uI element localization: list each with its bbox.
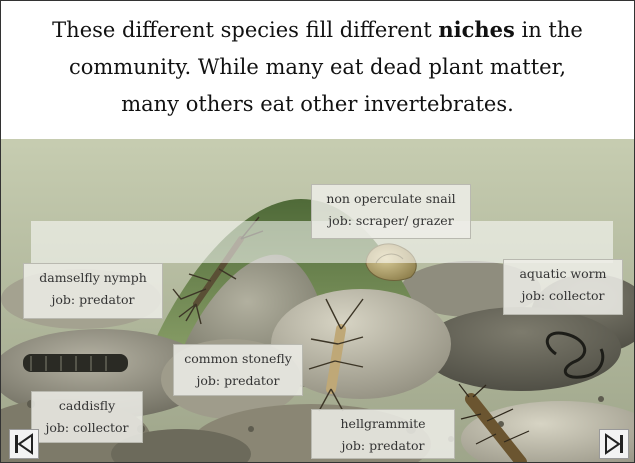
intro-line-1: These different species fill different n…: [15, 11, 620, 49]
skip-back-icon: [10, 430, 38, 458]
intro-line-2: community. While many eat dead plant mat…: [15, 49, 620, 86]
skip-forward-icon: [600, 430, 628, 458]
stonefly-name: common stonefly: [180, 348, 296, 370]
stonefly-label[interactable]: common stonefly job: predator: [173, 344, 303, 396]
aquatic-worm-job: job: collector: [510, 285, 616, 307]
damselfly-name: damselfly nymph: [30, 267, 156, 289]
damselfly-label[interactable]: damselfly nymph job: predator: [23, 263, 163, 319]
hellgrammite-name: hellgrammite: [318, 413, 448, 435]
aquatic-worm-name: aquatic worm: [510, 263, 616, 285]
snail-job: job: scraper/ grazer: [318, 210, 464, 232]
caddisfly-label[interactable]: caddisfly job: collector: [31, 391, 143, 443]
intro-text: These different species fill different n…: [15, 11, 620, 123]
caddisfly-job: job: collector: [38, 417, 136, 439]
snail-name: non operculate snail: [318, 188, 464, 210]
intro-line-3: many others eat other invertebrates.: [15, 86, 620, 123]
stonefly-job: job: predator: [180, 370, 296, 392]
caddisfly-name: caddisfly: [38, 395, 136, 417]
damselfly-job: job: predator: [30, 289, 156, 311]
previous-button[interactable]: [9, 429, 39, 459]
stream-bed-scene: non operculate snail job: scraper/ graze…: [1, 139, 634, 462]
hellgrammite-job: job: predator: [318, 435, 448, 457]
dark-rock: [421, 307, 621, 391]
caddisfly-illustration: [23, 354, 128, 372]
slide-header: These different species fill different n…: [1, 1, 634, 139]
niches-keyword: niches: [438, 17, 514, 42]
hellgrammite-label[interactable]: hellgrammite job: predator: [311, 409, 455, 459]
snail-label[interactable]: non operculate snail job: scraper/ graze…: [311, 184, 471, 239]
next-button[interactable]: [599, 429, 629, 459]
aquatic-worm-label[interactable]: aquatic worm job: collector: [503, 259, 623, 315]
